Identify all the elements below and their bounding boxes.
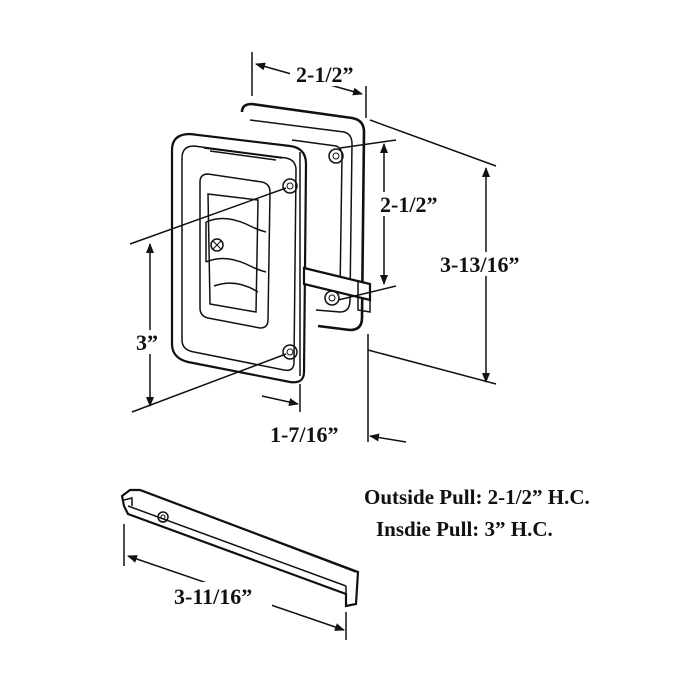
dimension-bar-length: 3-11/16” [123, 524, 347, 640]
dimension-label: 2-1/2” [296, 62, 353, 87]
dimension-label: 1-7/16” [270, 422, 338, 447]
dimension-label: 3” [136, 330, 158, 355]
inside-pull-plate [170, 132, 308, 384]
dimension-label: 3-13/16” [440, 252, 519, 277]
dimension-inside-hole-center: 3” [129, 187, 287, 413]
connecting-bar [302, 266, 372, 313]
note-outside-pull: Outside Pull: 2-1/2” H.C. [364, 485, 590, 509]
dimension-top-width: 2-1/2” [251, 52, 367, 118]
dimension-overall-height: 3-13/16” [367, 119, 538, 385]
dimension-outside-hole-center: 2-1/2” [337, 139, 452, 301]
note-inside-pull: Insdie Pull: 3” H.C. [376, 517, 553, 541]
outside-pull-plate [240, 102, 366, 332]
dimension-depth: 1-7/16” [261, 334, 407, 447]
dimension-label: 3-11/16” [174, 584, 252, 609]
dimension-label: 2-1/2” [380, 192, 437, 217]
